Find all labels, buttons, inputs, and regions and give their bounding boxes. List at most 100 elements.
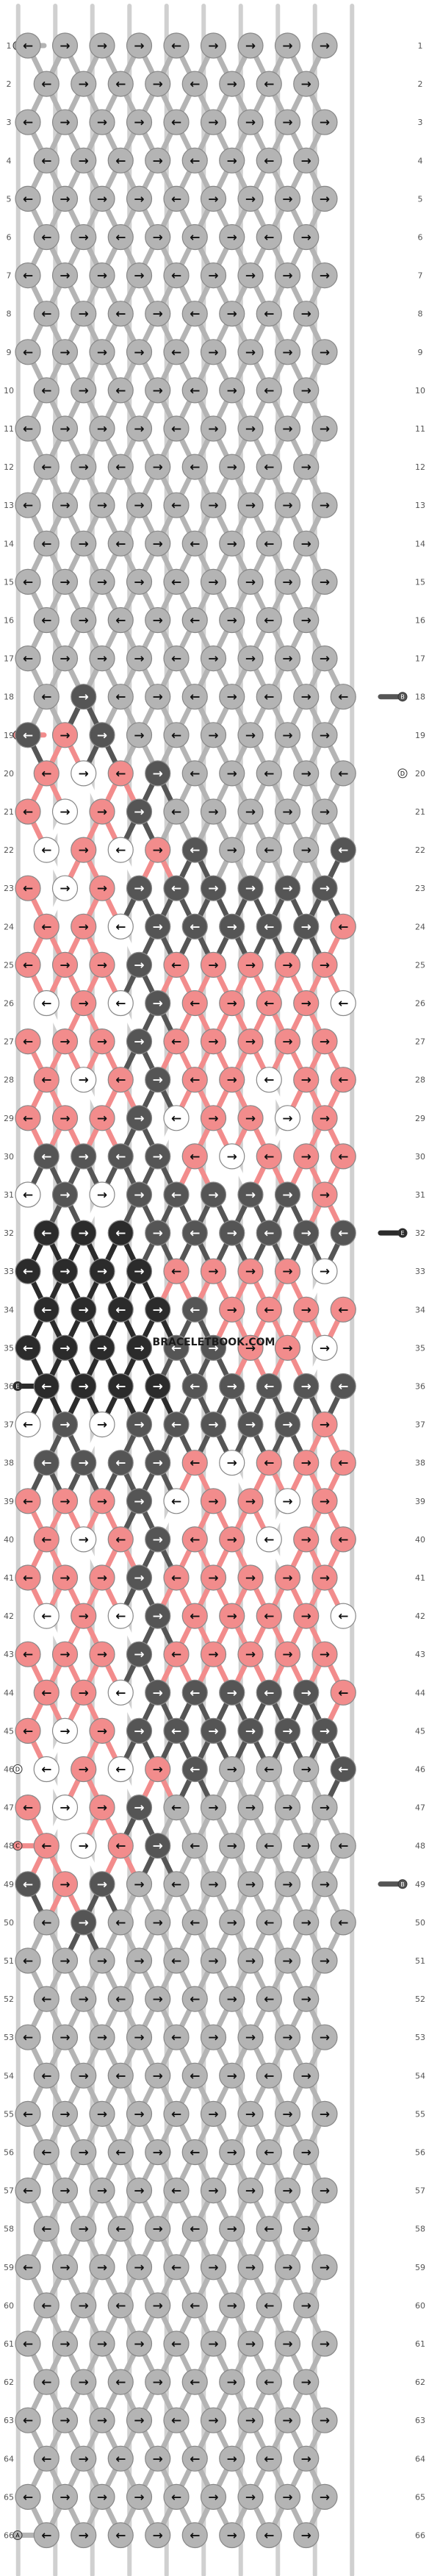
knot-arrow-icon: → — [301, 307, 311, 322]
knot-circle — [51, 2330, 79, 2357]
knot-circle — [256, 377, 282, 404]
knot: ← — [15, 339, 41, 365]
row-label-left: 60 — [4, 2301, 14, 2311]
knot: → — [311, 262, 338, 289]
knot-arrow-icon: → — [60, 1264, 70, 1279]
strand-marker-pin — [397, 1879, 408, 1889]
knot-circle — [311, 951, 338, 978]
knot-circle — [219, 1220, 245, 1246]
knot-circle — [33, 1833, 60, 1859]
knot: → — [311, 2100, 338, 2127]
knot-arrow-icon: → — [301, 1763, 311, 1778]
knot-circle — [145, 377, 171, 404]
knot-circle — [126, 875, 153, 901]
knot-circle — [181, 2522, 208, 2549]
row-label-right: 61 — [415, 2339, 425, 2349]
knot-circle — [89, 1871, 115, 1897]
knot-arrow-icon: → — [97, 2107, 107, 2122]
row-label-left: 56 — [4, 2148, 14, 2158]
knot: → — [126, 2330, 153, 2357]
knot: → — [71, 1833, 97, 1859]
row-label-right: 57 — [415, 2186, 425, 2196]
knot: → — [237, 2178, 264, 2204]
knot: → — [219, 760, 245, 787]
knot: ← — [33, 530, 60, 557]
knot: ← — [256, 1143, 282, 1170]
knot-arrow-icon: → — [97, 1035, 107, 1050]
knot-circle — [107, 760, 134, 787]
knot-arrow-icon: ← — [190, 1380, 200, 1395]
knot-circle — [293, 1756, 320, 1783]
knot-circle — [200, 2178, 227, 2204]
knot-arrow-icon: ← — [171, 269, 181, 284]
knot-circle — [33, 1756, 60, 1783]
knot-circle — [219, 2292, 245, 2319]
knot-circle — [107, 71, 134, 97]
knot: ← — [163, 185, 190, 212]
knot-circle — [89, 1181, 115, 1208]
knot-circle — [293, 377, 320, 404]
knot: → — [293, 1067, 320, 1093]
knot-circle — [89, 1641, 115, 1667]
knot: → — [274, 1028, 301, 1055]
knot-circle — [311, 2100, 338, 2127]
knot-circle — [311, 875, 338, 901]
knot-arrow-icon: → — [301, 997, 311, 1012]
knot-arrow-icon: ← — [190, 460, 200, 475]
knot-circle — [51, 1334, 79, 1362]
knot-arrow-icon: → — [208, 422, 218, 437]
knot: ← — [15, 1488, 41, 1514]
knot-arrow-icon: ← — [23, 2337, 33, 2352]
knot: → — [145, 2522, 171, 2549]
knot: → — [237, 1641, 264, 1667]
knot: → — [311, 1871, 338, 1897]
knot-circle — [219, 1143, 245, 1170]
knot: → — [51, 1411, 79, 1438]
knot-arrow-icon: → — [245, 1341, 256, 1356]
knot-arrow-icon: → — [208, 729, 218, 743]
knot-arrow-icon: → — [97, 2261, 107, 2275]
row-label-left: 50 — [4, 1918, 14, 1928]
knot: → — [219, 2216, 245, 2242]
knot-arrow-icon: → — [245, 2184, 256, 2199]
knot-arrow-icon: → — [227, 1992, 237, 2007]
knot-arrow-icon: → — [301, 1303, 311, 1317]
strand-marker-pin — [12, 1381, 23, 1391]
knot-arrow-icon: ← — [115, 2069, 126, 2083]
knot: ← — [107, 913, 134, 940]
knot: → — [145, 147, 171, 173]
strand-marker: E — [378, 1228, 408, 1238]
knot: → — [145, 377, 171, 404]
row-label-left: 47 — [4, 1803, 14, 1813]
knot-arrow-icon: → — [60, 346, 70, 360]
knot-circle — [274, 1258, 301, 1284]
knot: → — [200, 1105, 227, 1131]
knot-circle — [330, 1756, 356, 1783]
strand-marker: D — [378, 768, 408, 779]
knot-circle — [181, 2292, 208, 2319]
knot-circle — [51, 492, 79, 518]
knot-arrow-icon: → — [282, 2490, 292, 2505]
knot: → — [89, 185, 115, 212]
knot: ← — [181, 71, 208, 97]
row-label-right: 10 — [415, 386, 425, 396]
knot: → — [126, 1488, 153, 1514]
knot-circle — [274, 1028, 301, 1055]
knot-circle — [15, 2330, 41, 2357]
knot-circle — [163, 951, 190, 978]
knot: → — [219, 1450, 245, 1476]
knot-circle — [219, 1373, 245, 1400]
knot-arrow-icon: ← — [338, 1073, 348, 1088]
row-label-right: 15 — [415, 577, 425, 587]
knot-arrow-icon: → — [60, 1035, 70, 1050]
knot-arrow-icon: ← — [190, 614, 200, 629]
knot-circle — [237, 32, 264, 59]
knot: → — [274, 1871, 301, 1897]
knot-circle — [330, 913, 356, 940]
knot: ← — [163, 1795, 190, 1821]
knot: → — [237, 415, 264, 442]
knot-arrow-icon: → — [60, 2031, 70, 2045]
knot: → — [237, 1028, 264, 1055]
knot-arrow-icon: ← — [23, 1341, 33, 1356]
knot-circle — [163, 415, 190, 442]
